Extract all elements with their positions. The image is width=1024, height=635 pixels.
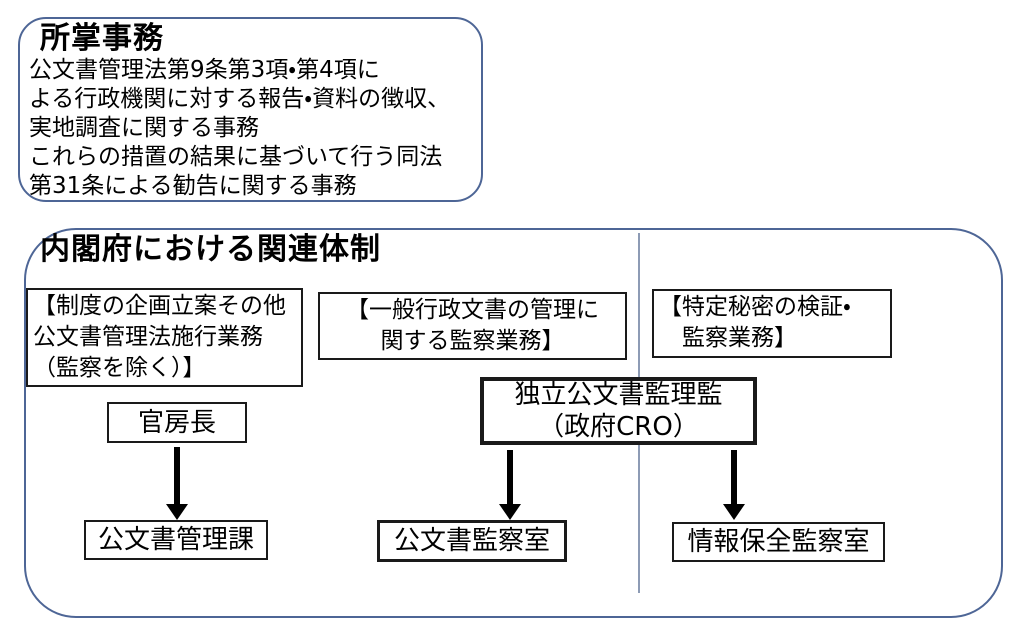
arrow-shaft — [174, 447, 180, 505]
jurisdiction-body-text: 公文書管理法第9条第3項・第4項に よる行政機関に対する報告・資料の徴収、 実地… — [29, 57, 451, 199]
arrow-head-icon — [723, 504, 745, 520]
arrow-shaft — [731, 450, 737, 505]
node-records-inspection-office-box: 公文書監察室 — [377, 520, 567, 562]
down-arrow-kanbocho-to-kanrika — [166, 447, 188, 520]
node-cro-box: 独立公文書監理監 （政府CRO） — [480, 377, 757, 445]
down-arrow-cro-to-johohozen — [723, 450, 745, 520]
structure-panel: 内閣府における関連体制 【制度の企画立案その他 公文書管理法施行業務 （監察を除… — [24, 228, 1003, 618]
node-director-general-box: 官房長 — [107, 402, 247, 443]
jurisdiction-title: 所掌事務 — [40, 21, 164, 56]
jurisdiction-panel: 所掌事務 公文書管理法第9条第3項・第4項に よる行政機関に対する報告・資料の徴… — [18, 17, 483, 202]
arrow-head-icon — [499, 504, 521, 520]
node-records-management-division-box: 公文書管理課 — [84, 520, 268, 560]
down-arrow-cro-to-kansatsushitsu — [499, 450, 521, 520]
arrow-shaft — [507, 450, 513, 505]
structure-title: 内閣府における関連体制 — [40, 232, 381, 267]
category-box-planning: 【制度の企画立案その他 公文書管理法施行業務 （監察を除く）】 — [26, 288, 303, 387]
arrow-head-icon — [166, 504, 188, 520]
node-information-security-oversight-office-box: 情報保全監察室 — [672, 522, 885, 562]
category-box-specified-secrets: 【特定秘密の検証・ 監察業務】 — [652, 289, 892, 358]
category-box-general-records-oversight: 【一般行政文書の管理に 関する監察業務】 — [318, 292, 627, 360]
